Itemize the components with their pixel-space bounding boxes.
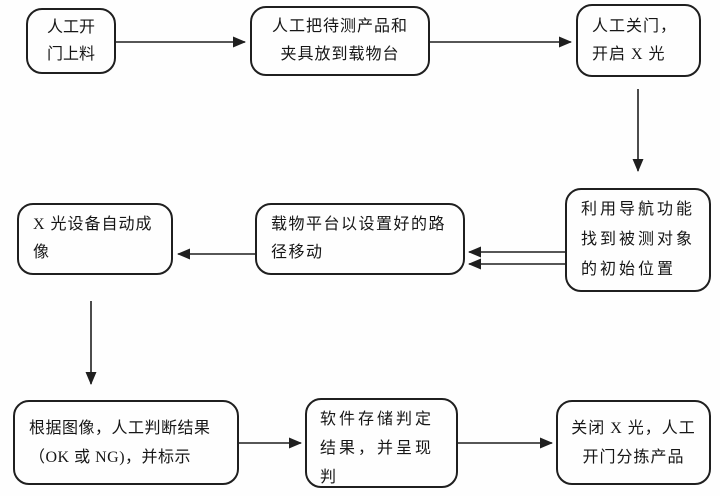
node-label: X 光设备自动成 像 [33,216,153,261]
node-software-store-result: 软件存储判定 结果，并呈现判 定结果图 [305,398,458,488]
node-label: 关闭 X 光，人工 开门分拣产品 [571,419,696,466]
node-place-product-on-stage: 人工把待测产品和 夹具放到载物台 [250,6,430,76]
node-label: 根据图像，人工判断结果 （OK 或 NG)，并标示 [29,419,211,466]
node-manual-open-door-load: 人工开 门上料 [26,8,116,74]
node-label: 利用导航功能 找到被测对象 的初始位置 [581,201,696,278]
node-navigate-to-initial-pos: 利用导航功能 找到被测对象 的初始位置 [565,188,711,292]
node-stop-xray-sort-product: 关闭 X 光，人工 开门分拣产品 [556,400,711,485]
node-label: 软件存储判定 结果，并呈现判 定结果图 [320,411,435,486]
node-stage-moves-on-path: 载物平台以设置好的路 径移动 [255,203,465,275]
node-label: 人工关门， 开启 X 光 [592,17,678,63]
node-label: 人工开 门上料 [46,19,95,63]
node-manual-judge-result: 根据图像，人工判断结果 （OK 或 NG)，并标示 [13,400,239,485]
node-close-door-start-xray: 人工关门， 开启 X 光 [576,4,701,77]
node-label: 载物平台以设置好的路 径移动 [271,216,447,261]
node-label: 人工把待测产品和 夹具放到载物台 [271,18,408,63]
node-xray-auto-imaging: X 光设备自动成 像 [17,203,173,275]
